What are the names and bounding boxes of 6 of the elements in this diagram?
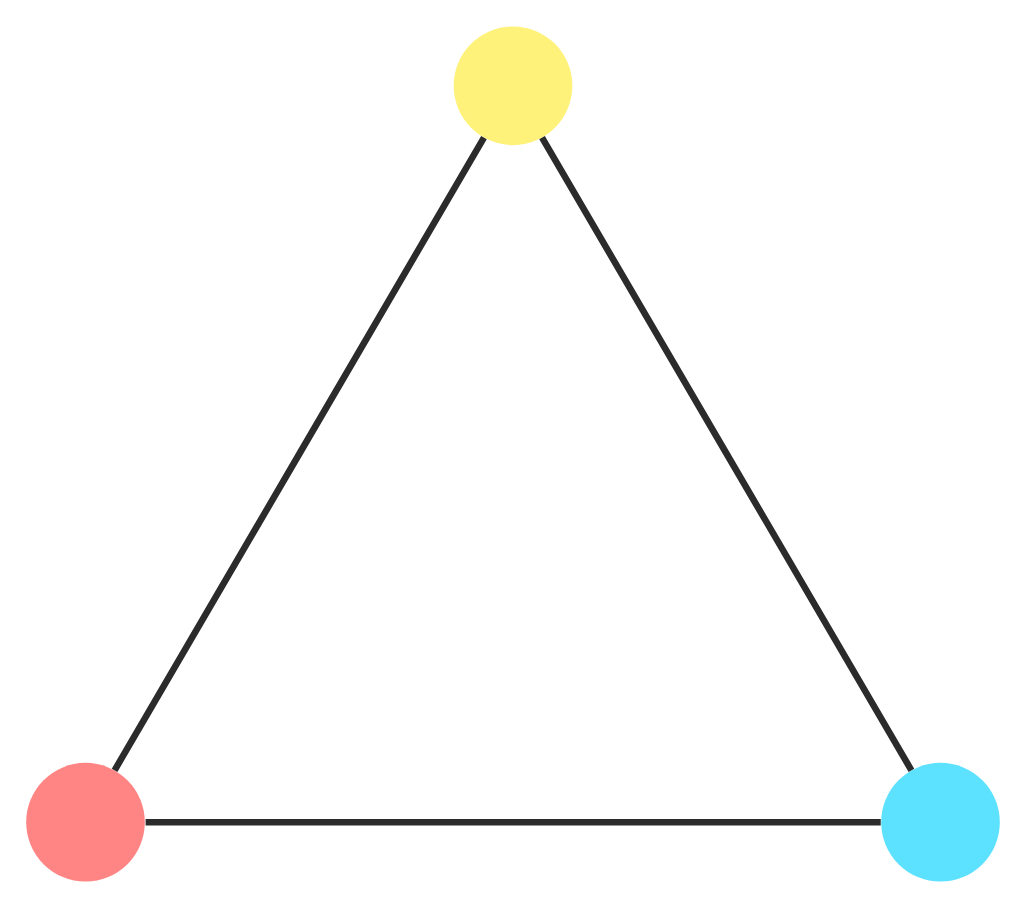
connector [110, 135, 486, 771]
node-circle [25, 761, 144, 881]
connector [144, 817, 880, 825]
node-circle [452, 25, 572, 145]
node-circle [880, 761, 999, 881]
connector [538, 135, 914, 771]
